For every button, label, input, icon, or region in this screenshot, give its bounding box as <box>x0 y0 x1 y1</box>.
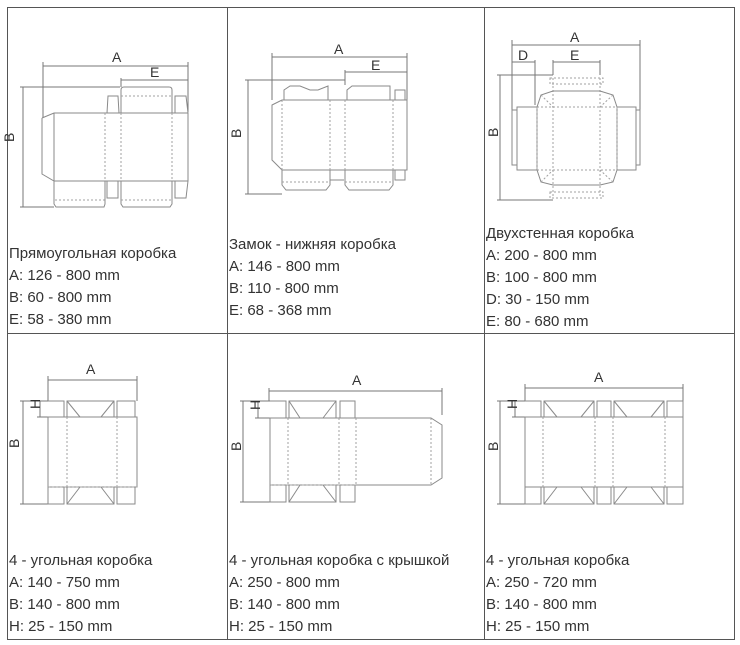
dimension-label: A <box>334 41 344 57</box>
box-spec-four-corner: 4 - угольная коробка A: 140 - 750 mm B: … <box>9 550 152 638</box>
diagram-double-wall-box: A D E B <box>485 29 641 201</box>
spec-line: B: 140 - 800 mm <box>486 596 597 613</box>
box-spec-lock-bottom: Замок - нижняя коробка A: 146 - 800 mm B… <box>229 234 396 322</box>
spec-line: E: 80 - 680 mm <box>486 313 589 330</box>
spec-line: A: 140 - 750 mm <box>9 574 120 591</box>
dimension-label: H <box>27 399 43 409</box>
dimension-label: E <box>371 57 380 73</box>
diagram-four-corner-box-wide: A B H <box>485 369 684 505</box>
box-title: 4 - угольная коробка <box>9 552 153 569</box>
spec-line: B: 100 - 800 mm <box>486 269 597 286</box>
dimension-label: H <box>247 400 263 410</box>
dimension-label: A <box>570 29 580 45</box>
diagram-four-corner-box: A B H <box>6 361 138 505</box>
dimension-label: B <box>6 439 22 448</box>
diagram-lock-bottom-box: A E B <box>228 41 408 195</box>
box-title: Замок - нижняя коробка <box>229 236 396 253</box>
dimension-label: E <box>570 47 579 63</box>
diagram-rectangular-box: A E B <box>1 49 189 208</box>
spec-line: E: 68 - 368 mm <box>229 302 332 319</box>
dimension-label: D <box>518 47 528 63</box>
spec-line: B: 110 - 800 mm <box>229 280 339 297</box>
box-title: 4 - угольная коробка с крышкой <box>229 552 450 569</box>
diagram-four-corner-box-with-lid: A B H <box>228 372 443 503</box>
spec-line: A: 146 - 800 mm <box>229 258 340 275</box>
box-spec-four-corner-lid: 4 - угольная коробка с крышкой A: 250 - … <box>229 550 449 638</box>
box-title: Прямоугольная коробка <box>9 245 177 262</box>
dimension-label: A <box>112 49 122 65</box>
dimension-label: H <box>504 399 520 409</box>
spec-line: A: 250 - 800 mm <box>229 574 340 591</box>
dimension-label: B <box>1 133 17 142</box>
spec-line: H: 25 - 150 mm <box>486 618 590 635</box>
box-title: 4 - угольная коробка <box>486 552 630 569</box>
spec-line: A: 126 - 800 mm <box>9 267 120 284</box>
dimension-label: A <box>594 369 604 385</box>
box-spec-four-corner-wide: 4 - угольная коробка A: 250 - 720 mm B: … <box>486 550 629 638</box>
dimension-label: A <box>86 361 96 377</box>
spec-line: A: 200 - 800 mm <box>486 247 597 264</box>
dimension-label: B <box>485 128 501 137</box>
box-spec-double-wall: Двухстенная коробка A: 200 - 800 mm B: 1… <box>486 223 634 333</box>
dimension-label: E <box>150 64 159 80</box>
spec-line: B: 140 - 800 mm <box>229 596 340 613</box>
spec-line: E: 58 - 380 mm <box>9 311 112 328</box>
spec-line: H: 25 - 150 mm <box>229 618 333 635</box>
table-borders <box>7 7 735 640</box>
spec-line: B: 60 - 800 mm <box>9 289 112 306</box>
dimension-label: B <box>485 442 501 451</box>
spec-line: B: 140 - 800 mm <box>9 596 120 613</box>
dimension-label: B <box>228 442 244 451</box>
dimension-label: A <box>352 372 362 388</box>
dimension-label: B <box>228 129 244 138</box>
spec-line: A: 250 - 720 mm <box>486 574 597 591</box>
spec-line: H: 25 - 150 mm <box>9 618 113 635</box>
box-spec-rectangular: Прямоугольная коробка A: 126 - 800 mm B:… <box>9 243 176 331</box>
spec-line: D: 30 - 150 mm <box>486 291 590 308</box>
box-title: Двухстенная коробка <box>486 225 634 242</box>
